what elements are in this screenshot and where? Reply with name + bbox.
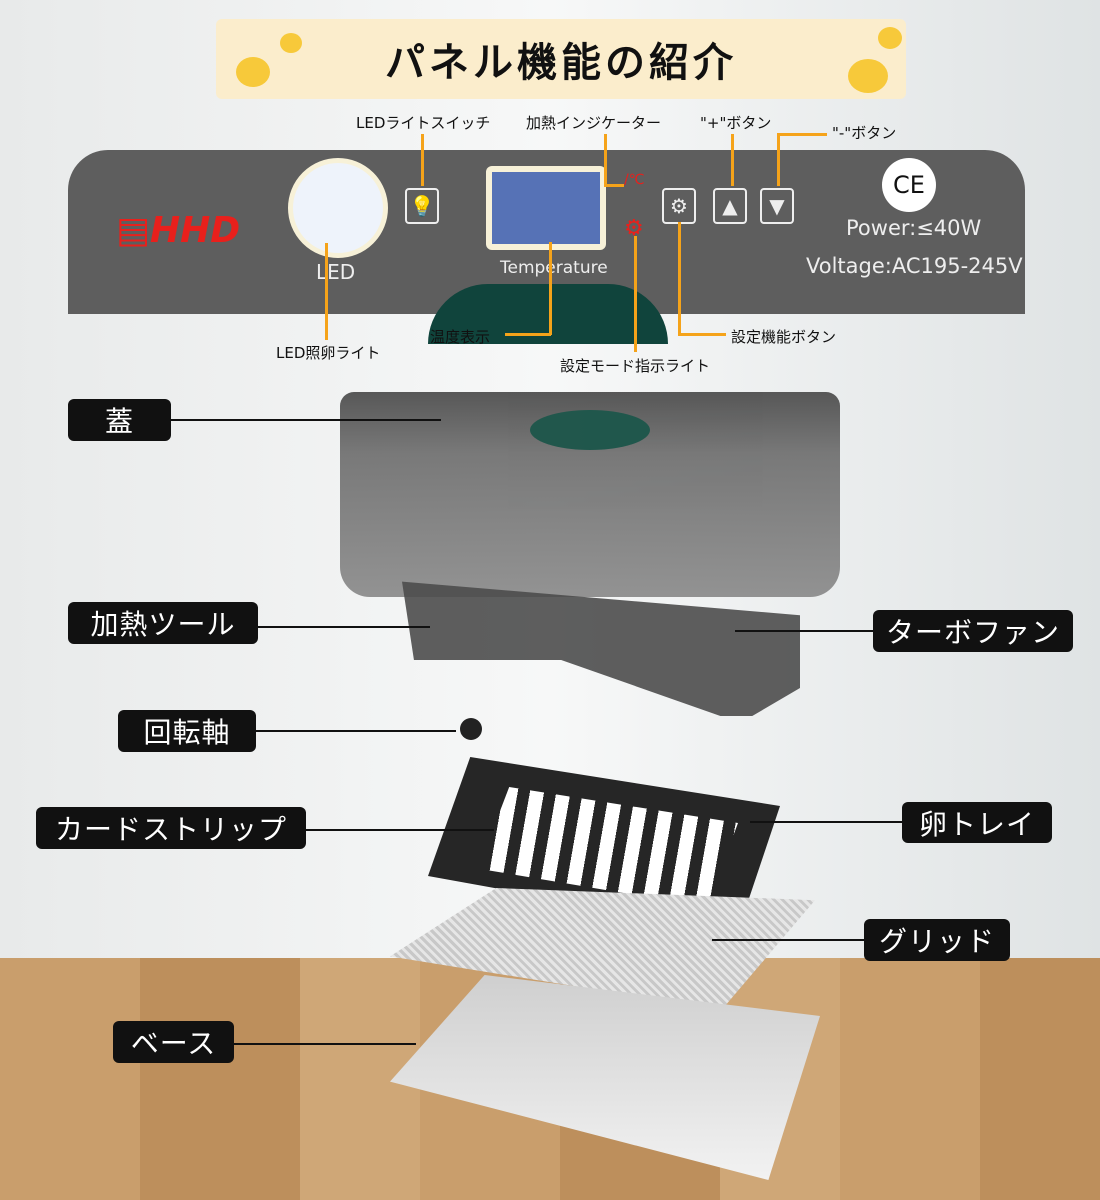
led-switch-button[interactable]: 💡: [405, 188, 439, 224]
label-turbo-fan: ターボファン: [873, 610, 1073, 652]
title-banner: パネル機能の紹介: [216, 19, 906, 99]
callout-plus-button: "+"ボタン: [700, 114, 772, 132]
control-panel: ▤HHD LED 💡 Temperature /℃ ⚙ ⚙ ▲ ▼ CE Pow…: [68, 150, 1025, 344]
page-title: パネル機能の紹介: [385, 40, 737, 86]
label-grid: グリッド: [864, 919, 1010, 961]
label-shaft: 回転軸: [118, 710, 256, 752]
callout-heat-indicator: 加熱インジケーター: [526, 114, 662, 132]
chick-icon: [236, 57, 270, 87]
chick-icon: [848, 59, 888, 93]
gear-icon: ⚙: [670, 194, 688, 218]
callout-set-mode-light: 設定モード指示ライト: [560, 357, 711, 375]
led-label: LED: [316, 260, 356, 284]
up-arrow-icon: ▲: [722, 194, 738, 218]
lid-image: [340, 392, 840, 597]
label-lid: 蓋: [68, 399, 171, 441]
callout-set-button: 設定機能ボタン: [731, 328, 837, 346]
label-card-strip: カードストリップ: [36, 807, 306, 849]
lightbulb-icon: 💡: [409, 194, 435, 218]
minus-button[interactable]: ▼: [760, 188, 794, 224]
chick-icon: [280, 33, 302, 53]
set-button[interactable]: ⚙: [662, 188, 696, 224]
power-spec: Power:≤40W: [846, 216, 982, 240]
chick-icon: [878, 27, 902, 49]
heat-indicator-icon: /℃: [624, 172, 645, 188]
ce-mark: CE: [882, 158, 936, 212]
callout-led-switch: LEDライトスイッチ: [356, 114, 491, 132]
shaft-image: [460, 718, 482, 740]
led-light[interactable]: [288, 158, 388, 258]
label-egg-tray: 卵トレイ: [902, 802, 1052, 843]
plus-button[interactable]: ▲: [713, 188, 747, 224]
set-mode-gear-icon: ⚙: [624, 216, 644, 241]
voltage-spec: Voltage:AC195-245V: [806, 254, 1023, 278]
callout-led-candling: LED照卵ライト: [276, 344, 381, 362]
brand-logo: ▤HHD: [116, 210, 241, 251]
label-heater: 加熱ツール: [68, 602, 258, 644]
temperature-display: [486, 166, 606, 250]
temperature-label: Temperature: [500, 258, 608, 278]
callout-minus-button: "-"ボタン: [832, 124, 897, 142]
callout-temp-display: 温度表示: [430, 328, 491, 346]
label-base: ベース: [113, 1021, 234, 1063]
down-arrow-icon: ▼: [769, 194, 785, 218]
